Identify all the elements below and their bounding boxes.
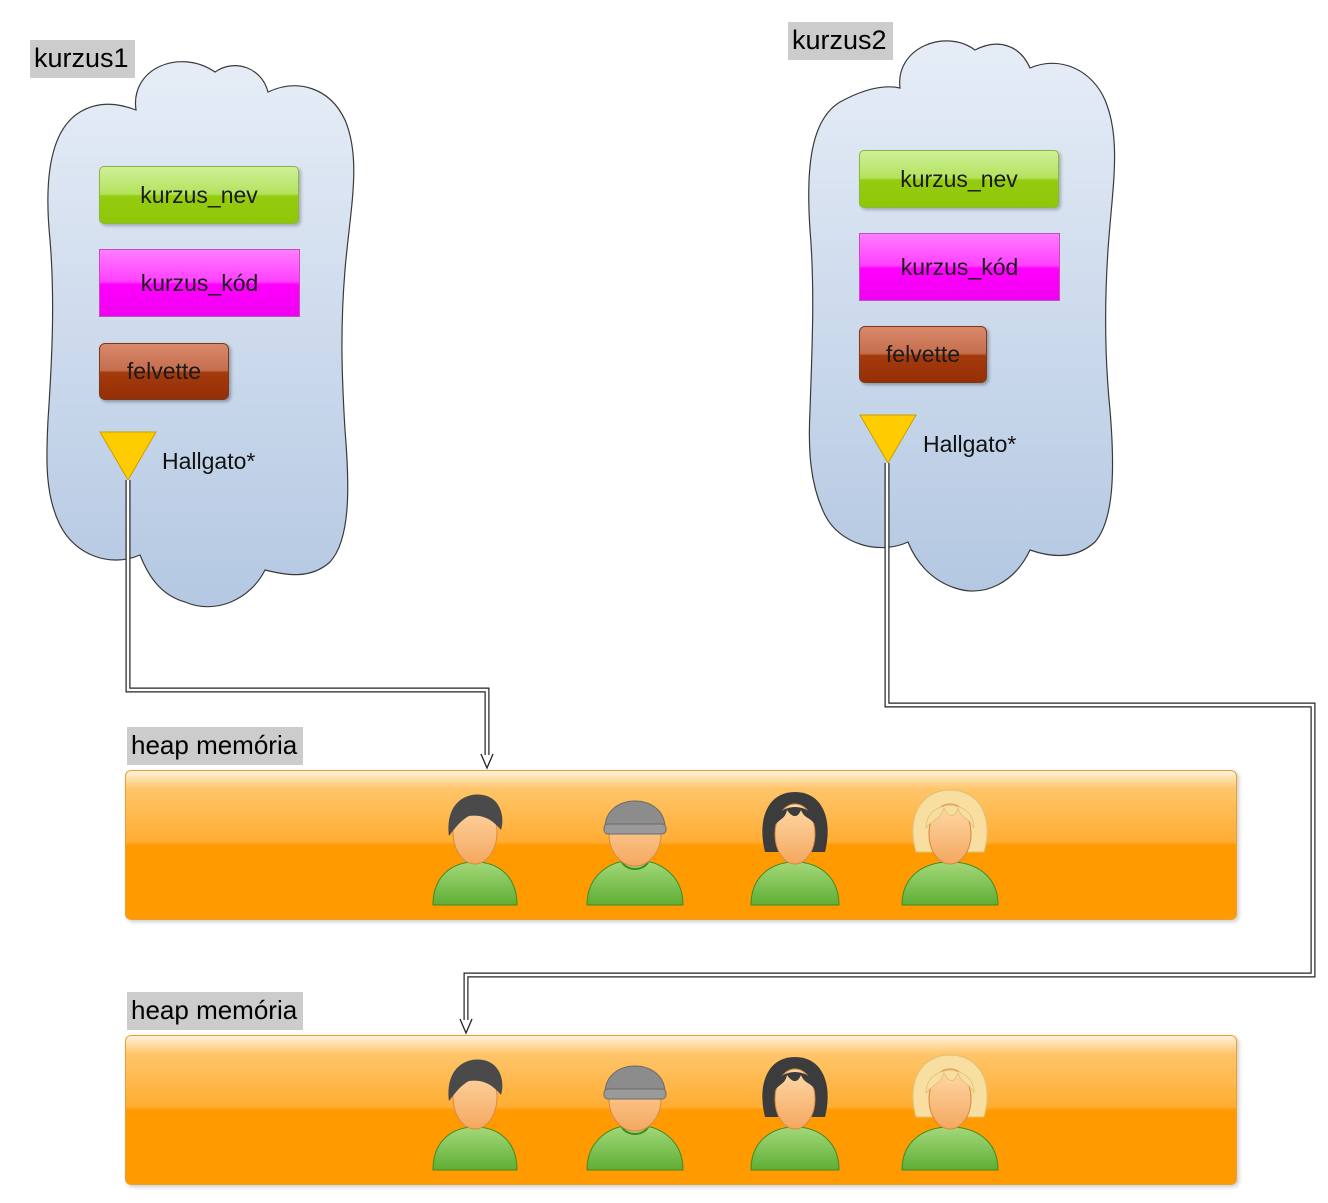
student-cap-icon [586,800,684,906]
field-enrolled: felvette [859,326,987,383]
student-cap-icon [586,1065,684,1171]
student-dark-bob-icon [750,1056,840,1171]
student-dark-bob-icon [750,791,840,906]
pointer-label: Hallgato* [923,431,1017,457]
student-short-hair-icon [432,793,518,906]
field-course-code: kurzus_kód [859,233,1060,301]
heap-label: heap memória [127,992,304,1030]
pointer-triangle-icon [859,414,917,464]
heap-label: heap memória [127,727,304,765]
pointer-label: Hallgato* [162,448,256,474]
field-course-name: kurzus_nev [859,150,1059,208]
student-blonde-icon [901,1054,999,1171]
course-title: kurzus1 [30,40,135,78]
student-blonde-icon [901,789,999,906]
field-course-code: kurzus_kód [99,249,300,317]
field-enrolled: felvette [99,343,229,400]
student-short-hair-icon [432,1058,518,1171]
field-course-name: kurzus_nev [99,166,299,224]
course-title: kurzus2 [788,22,893,60]
pointer-triangle-icon [99,431,157,481]
